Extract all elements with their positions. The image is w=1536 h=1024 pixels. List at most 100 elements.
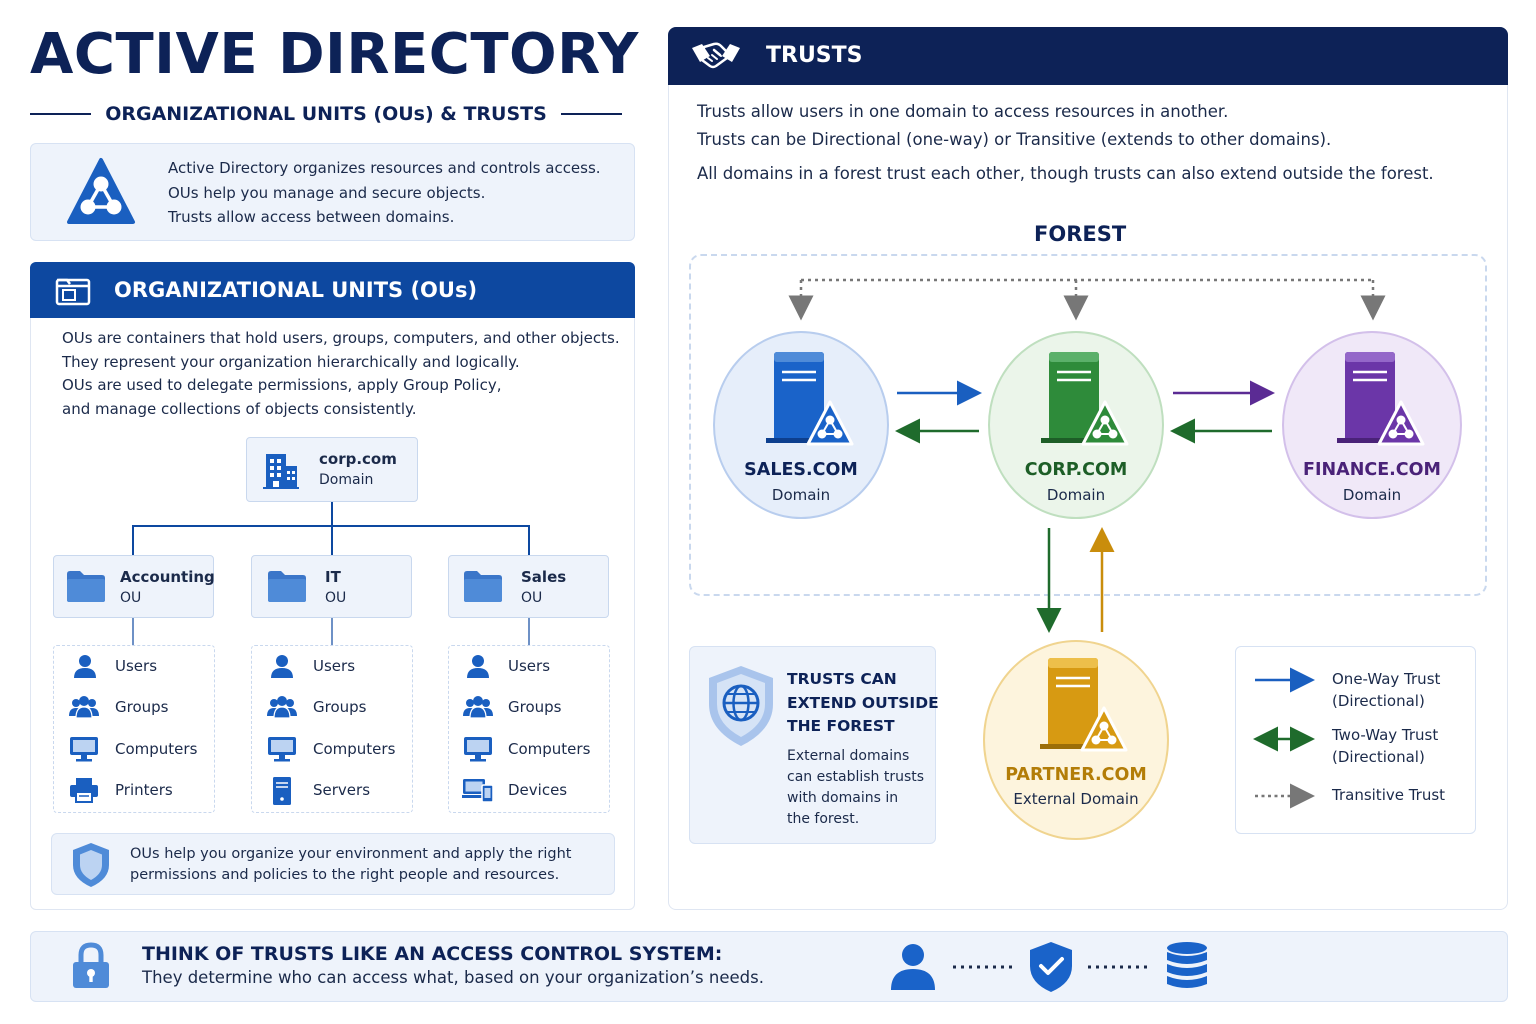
- ou-type: OU: [325, 590, 347, 606]
- folder-icon: [464, 571, 502, 602]
- object-label: Computers: [313, 740, 396, 758]
- shield-icon: [73, 843, 109, 887]
- intro-line: Active Directory organizes resources and…: [168, 159, 601, 177]
- object-label: Computers: [115, 740, 198, 758]
- devices-icon: [462, 779, 494, 803]
- object-label: Groups: [115, 698, 169, 716]
- tree-connector: [528, 525, 530, 555]
- shield-globe-icon: [709, 666, 773, 746]
- handshake-icon: [692, 42, 740, 69]
- active-directory-icon: [67, 158, 135, 224]
- tree-connector: [331, 618, 333, 645]
- trusts-section-title: TRUSTS: [766, 43, 863, 68]
- domain-type: Domain: [319, 472, 374, 488]
- ou-note-line: OUs help you organize your environment a…: [130, 846, 572, 862]
- ou-description-line: and manage collections of objects consis…: [62, 399, 417, 418]
- object-label: Printers: [115, 781, 173, 799]
- tree-connector: [132, 618, 134, 645]
- ou-type: OU: [521, 590, 543, 606]
- shield-check-icon: [1030, 942, 1072, 992]
- ou-note-text: OUs help you organize your environment a…: [130, 844, 571, 885]
- external-note-line: can establish trusts: [787, 769, 925, 785]
- external-note-title-line: THE FOREST: [787, 717, 895, 735]
- user-icon: [271, 655, 293, 678]
- trusts-panel-header: [668, 27, 1508, 85]
- monitor-icon: [268, 737, 296, 762]
- ou-name: IT: [325, 568, 341, 586]
- legend-label-transitive: Transitive Trust: [1332, 785, 1445, 807]
- user-icon: [467, 655, 489, 678]
- footer-panel: [30, 931, 1508, 1002]
- ou-name: Sales: [521, 568, 567, 586]
- user-icon: [74, 655, 96, 678]
- group-icon: [267, 696, 297, 719]
- server-ad-icon: [1337, 352, 1425, 446]
- external-note-title-line: TRUSTS CAN: [787, 670, 897, 688]
- ou-section-title: ORGANIZATIONAL UNITS (OUs): [114, 278, 478, 302]
- server-icon: [273, 777, 291, 805]
- page-subtitle: ORGANIZATIONAL UNITS (OUs) & TRUSTS: [105, 103, 547, 125]
- external-note-text: External domains can establish trusts wi…: [787, 746, 924, 830]
- tree-connector: [528, 618, 530, 645]
- folder-icon: [67, 571, 105, 602]
- server-ad-icon: [1040, 658, 1128, 752]
- ou-note-line: permissions and policies to the right pe…: [130, 866, 560, 883]
- object-label: Groups: [508, 698, 562, 716]
- legend-label-one-way: One-Way Trust (Directional): [1332, 669, 1440, 712]
- ou-description: OUs are containers that hold users, grou…: [62, 327, 620, 421]
- page-subtitle-row: ORGANIZATIONAL UNITS (OUs) & TRUSTS: [30, 100, 623, 128]
- external-note-line: with domains in: [787, 790, 899, 806]
- legend-text: Two-Way Trust: [1332, 726, 1439, 744]
- corp-domain-type: Domain: [1046, 486, 1106, 504]
- forest-label: FOREST: [1034, 222, 1127, 246]
- object-label: Users: [508, 657, 551, 675]
- object-label: Devices: [508, 781, 568, 799]
- tree-connector: [331, 525, 333, 555]
- intro-line: OUs help you manage and secure objects.: [168, 183, 486, 202]
- sales-domain-name: SALES.COM: [744, 460, 858, 480]
- group-icon: [463, 696, 493, 719]
- legend-text: (Directional): [1332, 747, 1425, 766]
- external-note-line: the forest.: [787, 811, 860, 827]
- lock-icon: [73, 942, 109, 988]
- finance-domain-type: Domain: [1342, 486, 1402, 504]
- object-label: Users: [115, 657, 158, 675]
- monitor-icon: [70, 737, 98, 762]
- partner-domain-type: External Domain: [1013, 790, 1139, 808]
- footer-text: They determine who can access what, base…: [142, 968, 764, 987]
- server-ad-icon: [1041, 352, 1129, 446]
- ou-panel-header: [30, 262, 635, 318]
- tree-connector: [331, 502, 333, 526]
- intro-line: Trusts allow access between domains.: [168, 208, 455, 226]
- forest-boundary: [689, 254, 1487, 596]
- object-label: Users: [313, 657, 356, 675]
- printer-icon: [70, 778, 98, 803]
- legend-text: One-Way Trust: [1332, 670, 1441, 688]
- external-note-title-line: EXTEND OUTSIDE: [787, 693, 939, 712]
- user-icon: [891, 944, 935, 990]
- access-flow-icons: [891, 942, 1207, 992]
- legend-text: Transitive Trust: [1332, 786, 1446, 804]
- legend-text: (Directional): [1332, 691, 1425, 710]
- object-label: Computers: [508, 740, 591, 758]
- finance-domain-name: FINANCE.COM: [1303, 460, 1441, 480]
- partner-domain-name: PARTNER.COM: [1005, 765, 1147, 785]
- ou-description-line: OUs are used to delegate permissions, ap…: [62, 376, 502, 394]
- external-note-line: External domains: [787, 748, 910, 764]
- ou-description-line: They represent your organization hierarc…: [62, 352, 520, 371]
- tree-connector: [132, 525, 134, 555]
- trusts-description-line: Trusts can be Directional (one-way) or T…: [697, 130, 1332, 149]
- monitor-icon: [464, 737, 492, 762]
- intro-panel: [30, 143, 635, 241]
- trusts-description-line: All domains in a forest trust each other…: [697, 164, 1434, 183]
- legend-symbols: [1253, 667, 1315, 809]
- subtitle-rule-left: [30, 113, 92, 115]
- ou-description-line: OUs are containers that hold users, grou…: [62, 329, 620, 347]
- subtitle-rule-right: [560, 113, 623, 115]
- external-note-title: TRUSTS CAN EXTEND OUTSIDE THE FOREST: [787, 668, 939, 739]
- ou-type: OU: [120, 590, 142, 606]
- building-icon: [263, 454, 299, 489]
- object-label: Servers: [313, 781, 371, 799]
- domain-name: corp.com: [319, 450, 397, 468]
- ou-note-panel: [51, 833, 615, 895]
